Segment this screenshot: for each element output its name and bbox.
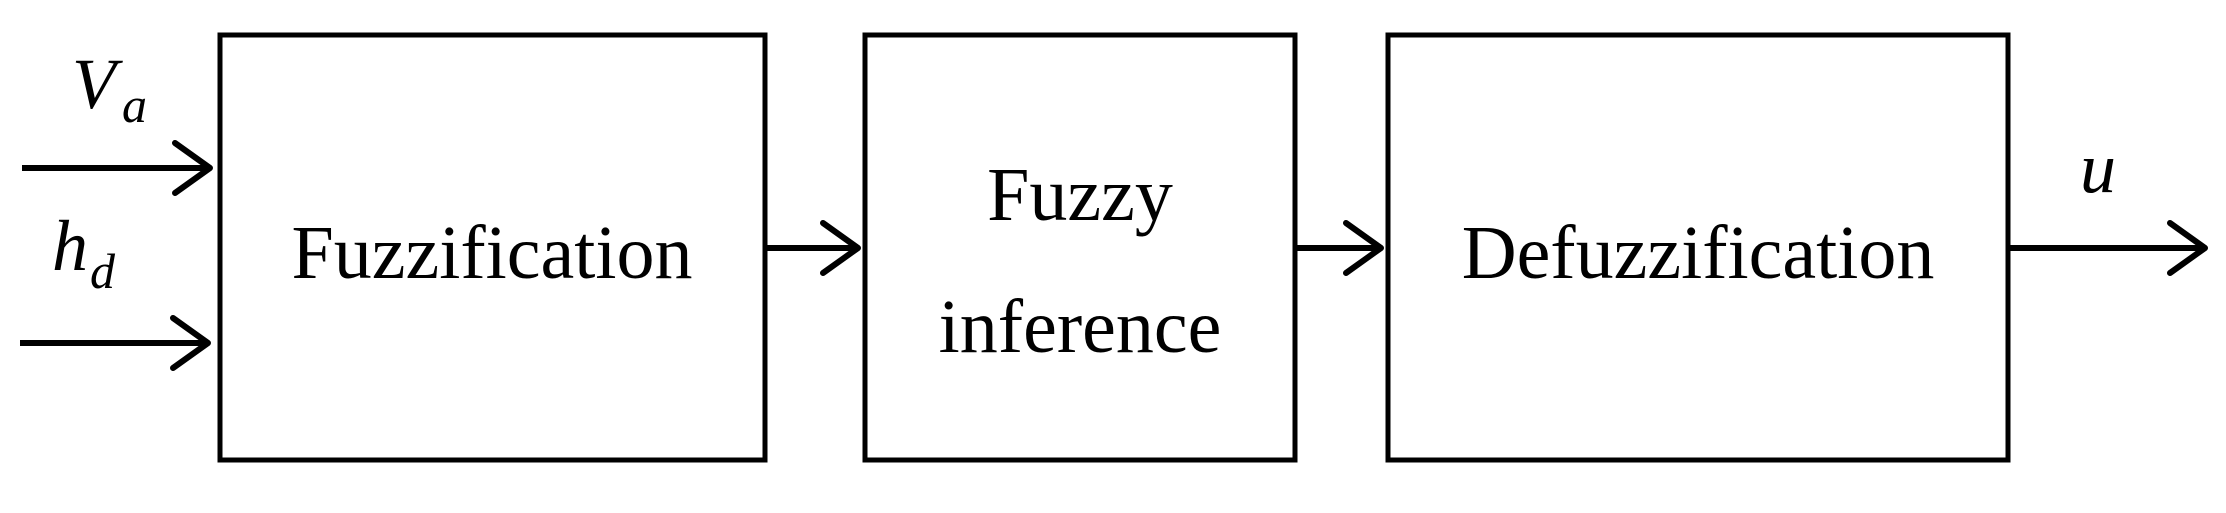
defuzzification-block bbox=[1385, 32, 2011, 463]
input-arrow-hd bbox=[20, 315, 211, 371]
fuzzy-inference-label-line2: inference bbox=[939, 285, 1222, 369]
arrow-inference-to-defuzzification bbox=[1295, 220, 1384, 276]
fuzzy-inference-block bbox=[862, 32, 1298, 463]
defuzzification-label: Defuzzification bbox=[1462, 211, 1935, 295]
input-arrow-va bbox=[22, 140, 213, 196]
fuzzification-label: Fuzzification bbox=[292, 211, 693, 295]
output-label-u: u bbox=[2080, 128, 2116, 208]
output-arrow-u bbox=[2008, 220, 2208, 276]
arrow-fuzzification-to-inference bbox=[765, 220, 861, 276]
input-label-hd: hd bbox=[52, 206, 116, 299]
fuzzification-block bbox=[217, 32, 768, 463]
fuzzy-inference-label-line1: Fuzzy bbox=[987, 153, 1173, 237]
